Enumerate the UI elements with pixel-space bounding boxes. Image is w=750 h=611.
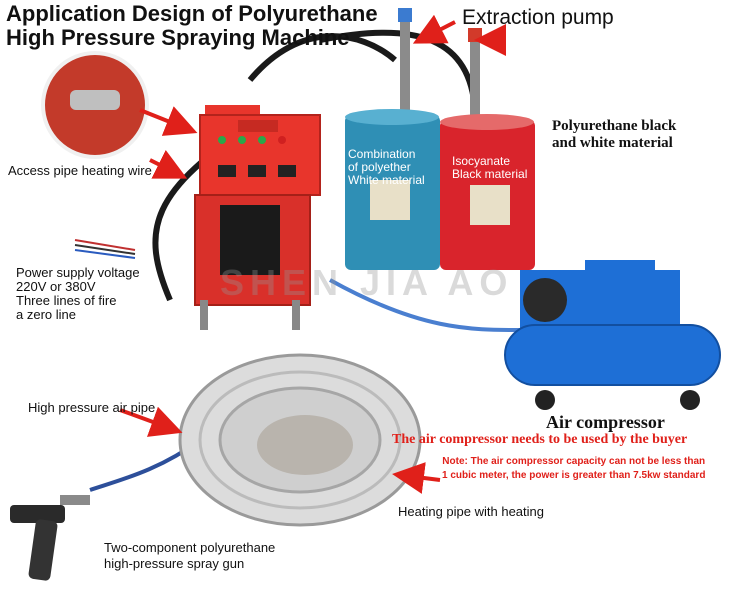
label-combination: Combination of polyether White material [348, 148, 425, 187]
page-title: Application Design of Polyurethane High … [6, 2, 378, 50]
label-combination-line-3: White material [348, 173, 425, 187]
label-spray-gun: Two-component polyurethane high-pressure… [104, 540, 275, 572]
label-note-line-1: Note: The air compressor capacity can no… [442, 456, 706, 467]
label-power-line-4: a zero line [16, 307, 76, 322]
heating-pipe-coil [178, 353, 422, 527]
label-buyer-note: The air compressor needs to be used by t… [392, 432, 688, 447]
label-gun-line-1: Two-component polyurethane [104, 540, 276, 555]
label-heating-pipe: Heating pipe with heating [398, 504, 544, 519]
label-pu-material-line-2: and white material [552, 135, 673, 151]
label-isocyanate: Isocyanate Black material [452, 155, 527, 181]
label-isocyanate-line-1: Isocyanate [452, 154, 511, 168]
spraying-machine [194, 105, 321, 330]
label-pu-material-line-1: Polyurethane black [552, 118, 677, 134]
label-note-line-2: 1 cubic meter, the power is greater than… [442, 470, 706, 481]
air-compressor [504, 260, 721, 410]
label-power-line-1: Power supply voltage [16, 265, 140, 280]
label-compressor-note: Note: The air compressor capacity can no… [442, 455, 705, 483]
power-wires [74, 239, 136, 259]
air-hose [329, 278, 521, 332]
label-hp-air-pipe: High pressure air pipe [28, 400, 156, 415]
label-combination-line-1: Combination [348, 147, 416, 161]
label-isocyanate-line-2: Black material [452, 167, 528, 181]
label-extraction-pump: Extraction pump [462, 6, 614, 29]
title-line-2: High Pressure Spraying Machine [6, 25, 350, 50]
label-power-line-3: Three lines of fire [16, 293, 117, 308]
label-access-pipe: Access pipe heating wire [8, 163, 152, 178]
connector-inset [41, 51, 149, 159]
label-power-supply: Power supply voltage 220V or 380V Three … [16, 266, 140, 322]
arrows [119, 14, 506, 494]
label-pu-material: Polyurethane black and white material [552, 118, 676, 152]
label-combination-line-2: of polyether [348, 160, 411, 174]
label-gun-line-2: high-pressure spray gun [104, 556, 245, 571]
barrels [345, 109, 535, 270]
title-line-1: Application Design of Polyurethane [6, 1, 378, 26]
label-air-compressor: Air compressor [546, 412, 665, 432]
spray-gun [10, 495, 90, 581]
label-power-line-2: 220V or 380V [16, 279, 96, 294]
watermark: SHEN JIA AO [220, 262, 514, 303]
